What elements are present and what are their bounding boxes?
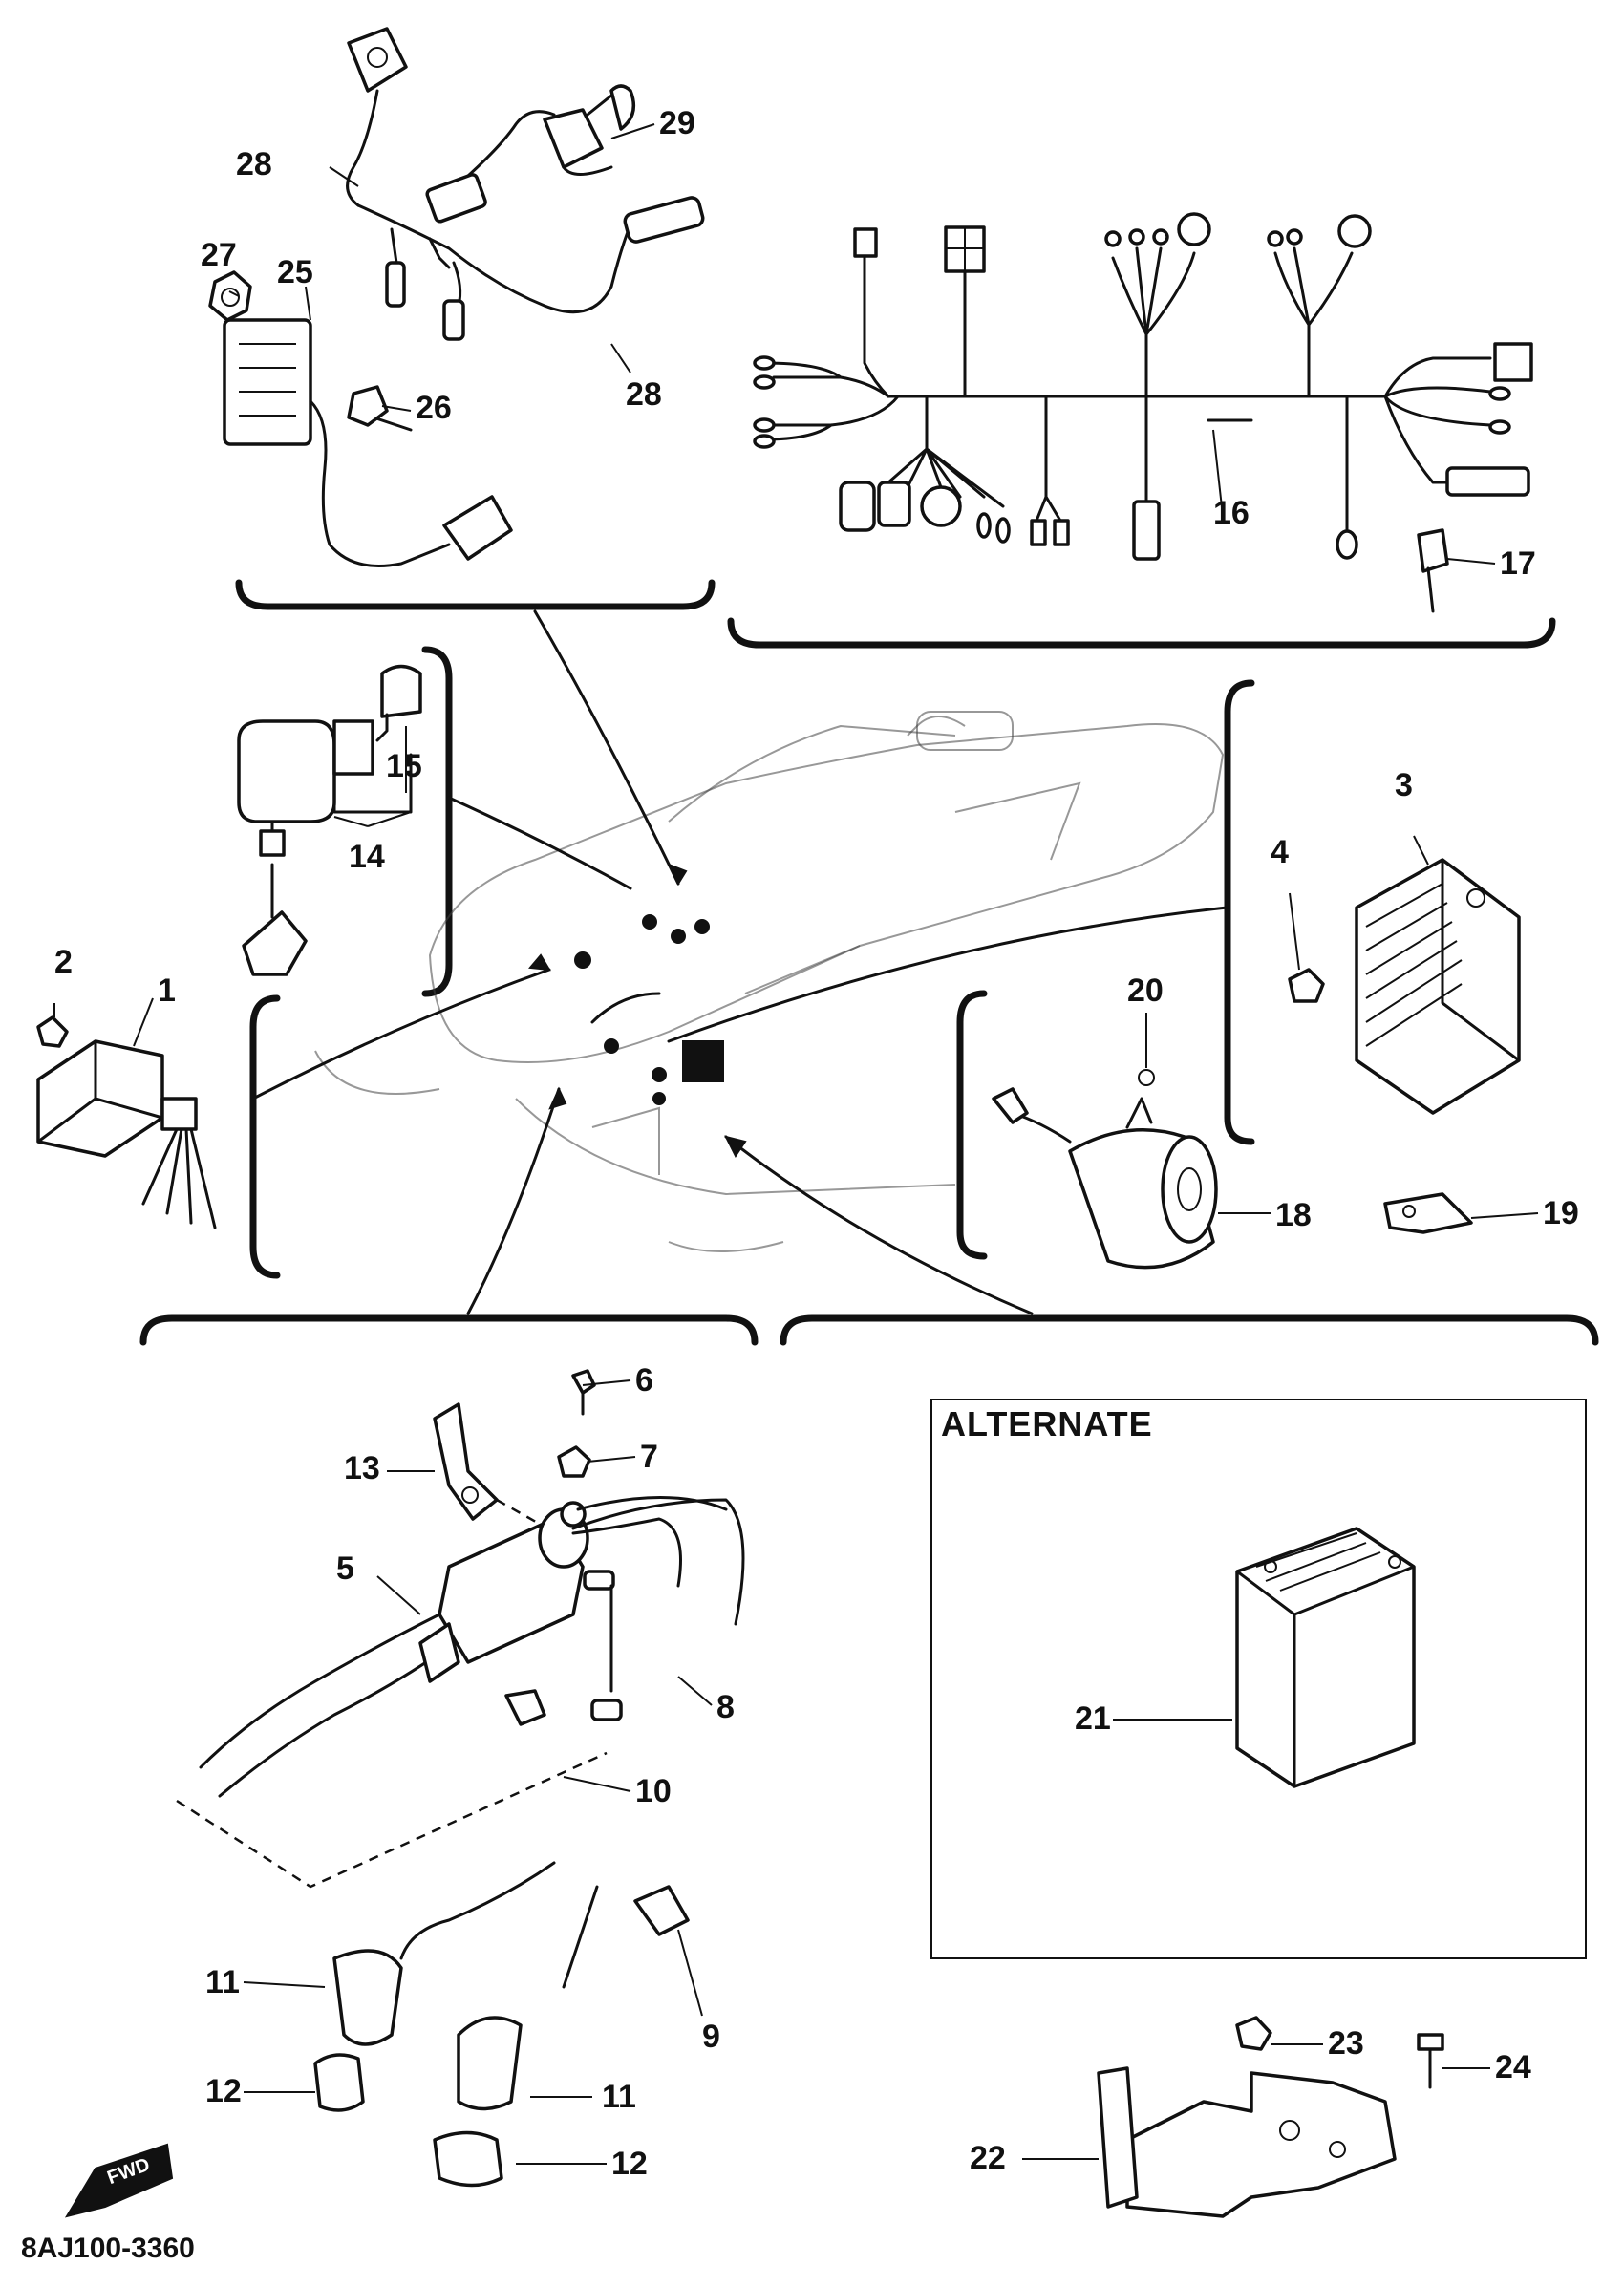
callout-19: 19: [1543, 1195, 1579, 1231]
group-brackets: [139, 579, 1599, 1346]
fwd-arrow-icon: [64, 2143, 174, 2218]
callout-24: 24: [1495, 2049, 1531, 2085]
callout-15: 15: [386, 748, 422, 784]
callout-8: 8: [716, 1689, 735, 1725]
callout-18: 18: [1275, 1197, 1312, 1233]
bracket-cdi-group: [249, 994, 281, 1279]
bracket-harness-group: [727, 617, 1556, 649]
bracket-handlebar-group: [235, 579, 716, 610]
rectifier-regulator: [1288, 858, 1521, 1115]
callout-9: 9: [702, 2019, 720, 2055]
battery-bracket: [1097, 2016, 1444, 2218]
main-wire-harness: [753, 212, 1533, 613]
callout-6: 6: [635, 1362, 653, 1399]
callout-3: 3: [1395, 767, 1413, 803]
callout-17: 17: [1500, 545, 1536, 582]
callout-27: 27: [201, 237, 237, 273]
leader-lines: [251, 609, 1229, 1315]
callout-16: 16: [1213, 495, 1250, 531]
callout-28-lower: 28: [626, 376, 662, 413]
bracket-rectifier-group: [1224, 679, 1255, 1145]
callout-22: 22: [970, 2140, 1006, 2176]
callout-11-right: 11: [602, 2079, 636, 2115]
handlebar-switch-harness: [208, 27, 705, 567]
bracket-ignition-group: [139, 1314, 759, 1346]
alternate-box: [930, 1399, 1587, 1959]
cdi-unit: [36, 1015, 217, 1229]
callout-12-left: 12: [205, 2073, 242, 2109]
callout-11-left: 11: [205, 1964, 240, 2000]
main-switch: [237, 664, 422, 976]
callout-7: 7: [640, 1439, 658, 1475]
callout-23: 23: [1328, 2025, 1364, 2062]
reference-code: 8AJ100-3360: [21, 2233, 195, 2264]
ignition-coil: [176, 1369, 745, 2188]
alternate-heading: ALTERNATE: [941, 1404, 1153, 1443]
callout-20: 20: [1127, 973, 1164, 1009]
callout-28-upper: 28: [236, 146, 272, 182]
callout-26: 26: [416, 390, 452, 426]
bracket-starter-group: [956, 990, 988, 1260]
callout-25: 25: [277, 254, 313, 290]
callout-29: 29: [659, 105, 695, 141]
callout-13: 13: [344, 1450, 380, 1486]
bracket-main-switch-group: [421, 646, 453, 997]
callout-5: 5: [336, 1550, 354, 1587]
callout-leaders: [53, 123, 1539, 2165]
callout-12-right: 12: [611, 2146, 648, 2182]
callout-14: 14: [349, 839, 385, 875]
callout-4: 4: [1271, 834, 1289, 870]
starter-motor: [992, 1069, 1473, 1270]
callout-21: 21: [1075, 1700, 1111, 1737]
callout-10: 10: [635, 1773, 672, 1809]
bracket-battery-group: [780, 1314, 1599, 1346]
callout-1: 1: [158, 973, 176, 1009]
callout-2: 2: [54, 944, 73, 980]
